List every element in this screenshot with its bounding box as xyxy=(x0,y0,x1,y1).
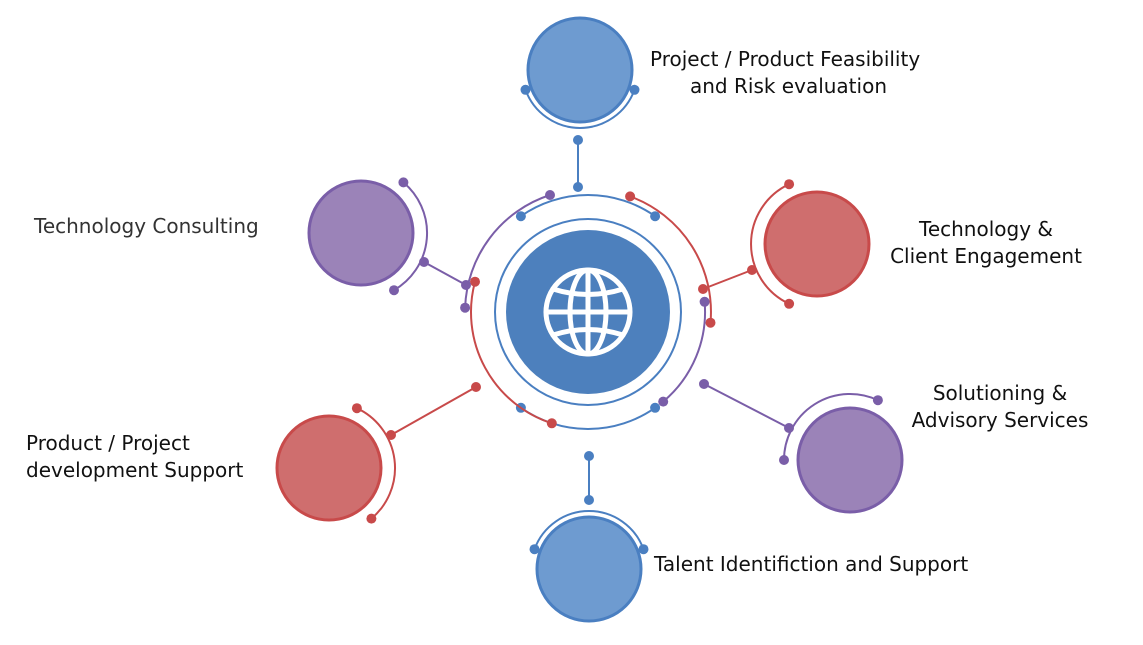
label-advisory-line2: Advisory Services xyxy=(911,408,1089,432)
connector-dot-development-3 xyxy=(366,513,377,524)
connector-dot-engagement-0 xyxy=(625,191,636,202)
connector-dot-advisory-2 xyxy=(779,455,789,465)
connector-dot-talent-4 xyxy=(584,451,594,461)
connector-dot-consulting-2 xyxy=(398,177,409,188)
connector-dot-feasibility-0 xyxy=(515,211,526,222)
label-consulting: Technology Consulting xyxy=(34,213,259,240)
connector-dot-engagement-4 xyxy=(698,284,708,294)
connector-dot-advisory-4 xyxy=(699,379,709,389)
outer-arc-talent xyxy=(533,510,645,550)
connector-dot-advisory-3 xyxy=(872,395,883,406)
connector-dot-feasibility-5 xyxy=(573,135,583,145)
connector-dot-consulting-0 xyxy=(460,302,471,313)
link-line-engagement xyxy=(702,269,753,290)
link-line-consulting xyxy=(423,261,467,286)
link-line-advisory xyxy=(703,383,790,429)
outer-arc-consulting xyxy=(393,181,429,292)
connector-dot-advisory-1 xyxy=(658,396,669,407)
label-development-line2: development Support xyxy=(26,458,244,482)
connector-dot-development-5 xyxy=(386,430,396,440)
connector-dot-consulting-3 xyxy=(389,285,399,296)
connector-dot-development-4 xyxy=(471,382,481,392)
inner-arc-engagement xyxy=(629,195,712,323)
connector-feasibility xyxy=(515,84,661,222)
label-feasibility-line1: Project / Product Feasibility xyxy=(650,47,921,71)
connector-dot-development-0 xyxy=(546,418,557,429)
label-consulting-line1: Technology Consulting xyxy=(34,214,259,238)
node-circle-consulting xyxy=(307,179,415,287)
hub xyxy=(506,230,670,394)
connectors xyxy=(351,84,883,555)
connector-dot-consulting-4 xyxy=(461,280,471,290)
connector-dot-engagement-2 xyxy=(784,298,795,309)
node-circle-advisory xyxy=(796,406,904,514)
inner-arc-feasibility xyxy=(520,194,656,218)
connector-development xyxy=(351,276,557,524)
connector-dot-consulting-1 xyxy=(545,190,555,200)
connector-dot-development-2 xyxy=(351,403,362,414)
hub-rings xyxy=(494,218,682,406)
outer-arc-feasibility xyxy=(524,89,636,129)
label-talent-line1: Talent Identifiction and Support xyxy=(654,552,969,576)
connector-dot-feasibility-2 xyxy=(629,84,640,95)
globe-icon xyxy=(543,267,633,357)
connector-engagement xyxy=(625,179,795,328)
label-engagement-line1: Technology & xyxy=(919,217,1053,241)
label-advisory-line1: Solutioning & xyxy=(932,381,1068,405)
connector-consulting xyxy=(389,177,555,313)
connector-dot-talent-0 xyxy=(650,402,661,413)
node-circle-feasibility xyxy=(526,16,634,124)
connector-dot-talent-5 xyxy=(584,495,594,505)
connector-dot-feasibility-3 xyxy=(520,84,531,95)
label-engagement: Technology & Client Engagement xyxy=(888,216,1084,270)
connector-dot-feasibility-4 xyxy=(573,182,583,192)
connector-dot-talent-2 xyxy=(529,544,540,555)
connector-dot-engagement-5 xyxy=(747,265,757,275)
node-circle-engagement xyxy=(763,190,871,298)
label-development-line1: Product / Project xyxy=(26,431,190,455)
node-circle-talent xyxy=(535,515,643,623)
label-talent: Talent Identifiction and Support xyxy=(654,551,968,578)
nodes xyxy=(275,16,904,623)
connector-dot-advisory-0 xyxy=(699,296,710,307)
outer-arc-engagement xyxy=(750,183,790,305)
node-circle-development xyxy=(275,414,383,522)
outer-arc-advisory xyxy=(783,393,879,461)
connector-dot-advisory-5 xyxy=(784,423,794,433)
inner-arc-development xyxy=(470,281,553,425)
connector-dot-consulting-5 xyxy=(419,257,429,267)
label-development: Product / Project development Support xyxy=(26,430,243,484)
label-engagement-line2: Client Engagement xyxy=(890,244,1082,268)
label-feasibility: Project / Product Feasibility and Risk e… xyxy=(650,46,920,100)
outer-arc-development xyxy=(356,407,396,520)
label-advisory: Solutioning & Advisory Services xyxy=(910,380,1090,434)
connector-dot-engagement-1 xyxy=(705,317,716,328)
connector-dot-feasibility-1 xyxy=(650,211,661,222)
label-feasibility-line2: and Risk evaluation xyxy=(690,74,887,98)
hub-inner-ring xyxy=(494,218,682,406)
inner-arc-advisory xyxy=(662,301,707,403)
connector-dot-talent-3 xyxy=(638,544,649,555)
connector-dot-development-1 xyxy=(470,276,480,287)
connector-advisory xyxy=(658,296,883,465)
connector-dot-engagement-3 xyxy=(784,179,795,190)
link-line-development xyxy=(390,386,477,436)
